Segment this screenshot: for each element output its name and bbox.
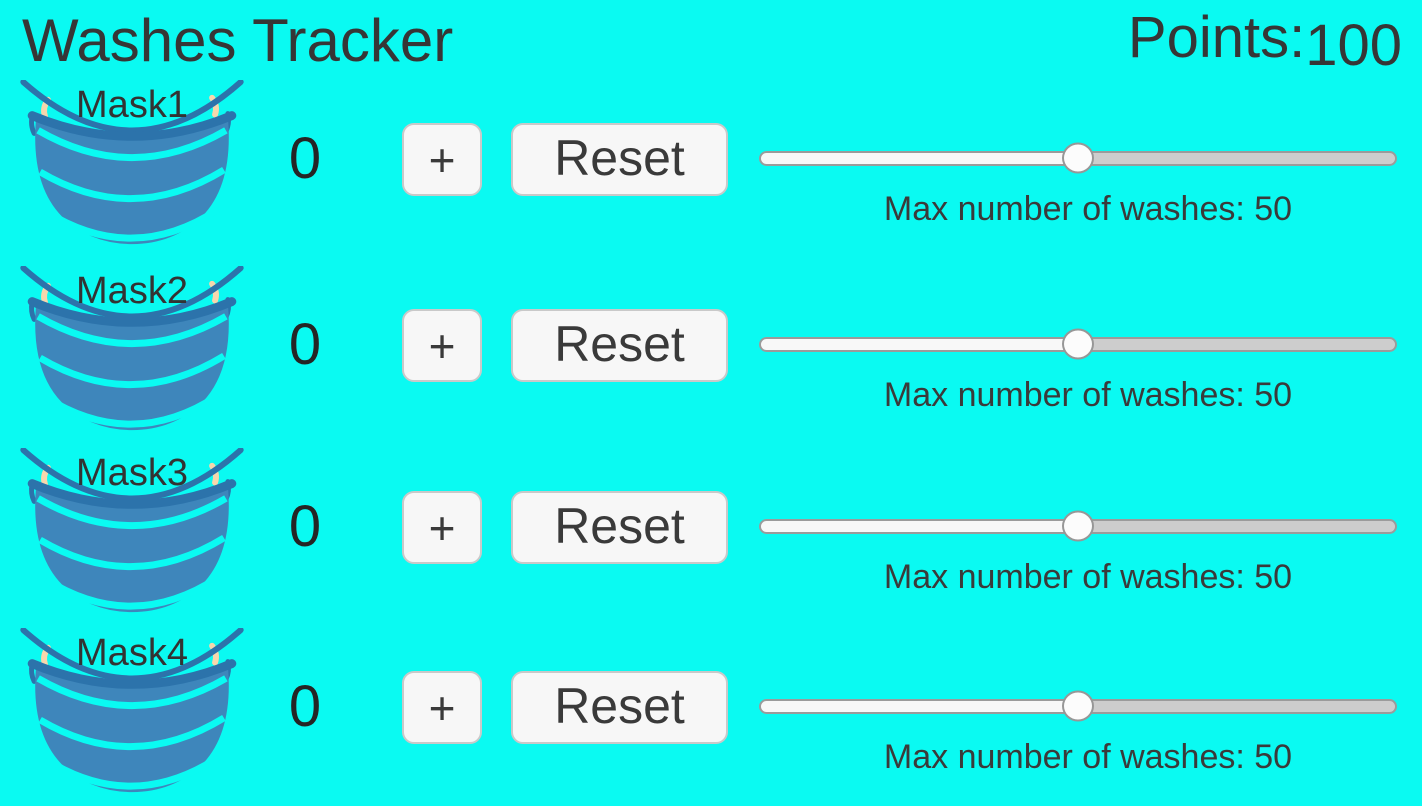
max-washes-slider[interactable] (759, 690, 1397, 722)
mask-name-label: Mask4 (76, 632, 188, 674)
reset-button[interactable]: Reset (511, 671, 728, 744)
increment-wash-button[interactable]: + (402, 123, 482, 196)
increment-wash-button[interactable]: + (402, 491, 482, 564)
increment-wash-button[interactable]: + (402, 309, 482, 382)
points-display: Points:100 (1128, 4, 1402, 79)
slider-thumb[interactable] (1062, 142, 1094, 174)
max-washes-slider[interactable] (759, 328, 1397, 360)
reset-button[interactable]: Reset (511, 123, 728, 196)
mask-row: Mask2 0 + Reset Max number of washes: 50 (0, 264, 1422, 444)
max-washes-label: Max number of washes: 50 (883, 738, 1293, 776)
mask-row: Mask4 0 + Reset Max number of washes: 50 (0, 626, 1422, 806)
slider-thumb[interactable] (1062, 328, 1094, 360)
mask-name-label: Mask3 (76, 452, 188, 494)
max-washes-label: Max number of washes: 50 (883, 376, 1293, 414)
wash-count: 0 (288, 312, 322, 377)
wash-count: 0 (288, 126, 322, 191)
reset-button[interactable]: Reset (511, 491, 728, 564)
max-washes-label: Max number of washes: 50 (883, 558, 1293, 596)
max-washes-slider[interactable] (759, 510, 1397, 542)
increment-wash-button[interactable]: + (402, 671, 482, 744)
face-mask-icon: Mask3 (18, 448, 246, 618)
slider-thumb[interactable] (1062, 690, 1094, 722)
mask-name-label: Mask2 (76, 270, 188, 312)
page-title: Washes Tracker (22, 7, 454, 74)
face-mask-icon: Mask4 (18, 628, 246, 798)
face-mask-icon: Mask2 (18, 266, 246, 436)
points-value: 100 (1305, 13, 1402, 78)
reset-button[interactable]: Reset (511, 309, 728, 382)
mask-row: Mask3 0 + Reset Max number of washes: 50 (0, 446, 1422, 626)
max-washes-slider[interactable] (759, 142, 1397, 174)
max-washes-label: Max number of washes: 50 (883, 190, 1293, 228)
wash-count: 0 (288, 674, 322, 739)
slider-thumb[interactable] (1062, 510, 1094, 542)
face-mask-icon: Mask1 (18, 80, 246, 250)
wash-count: 0 (288, 494, 322, 559)
mask-row: Mask1 0 + Reset Max number of washes: 50 (0, 78, 1422, 258)
points-label: Points: (1127, 5, 1306, 70)
mask-name-label: Mask1 (76, 84, 188, 126)
